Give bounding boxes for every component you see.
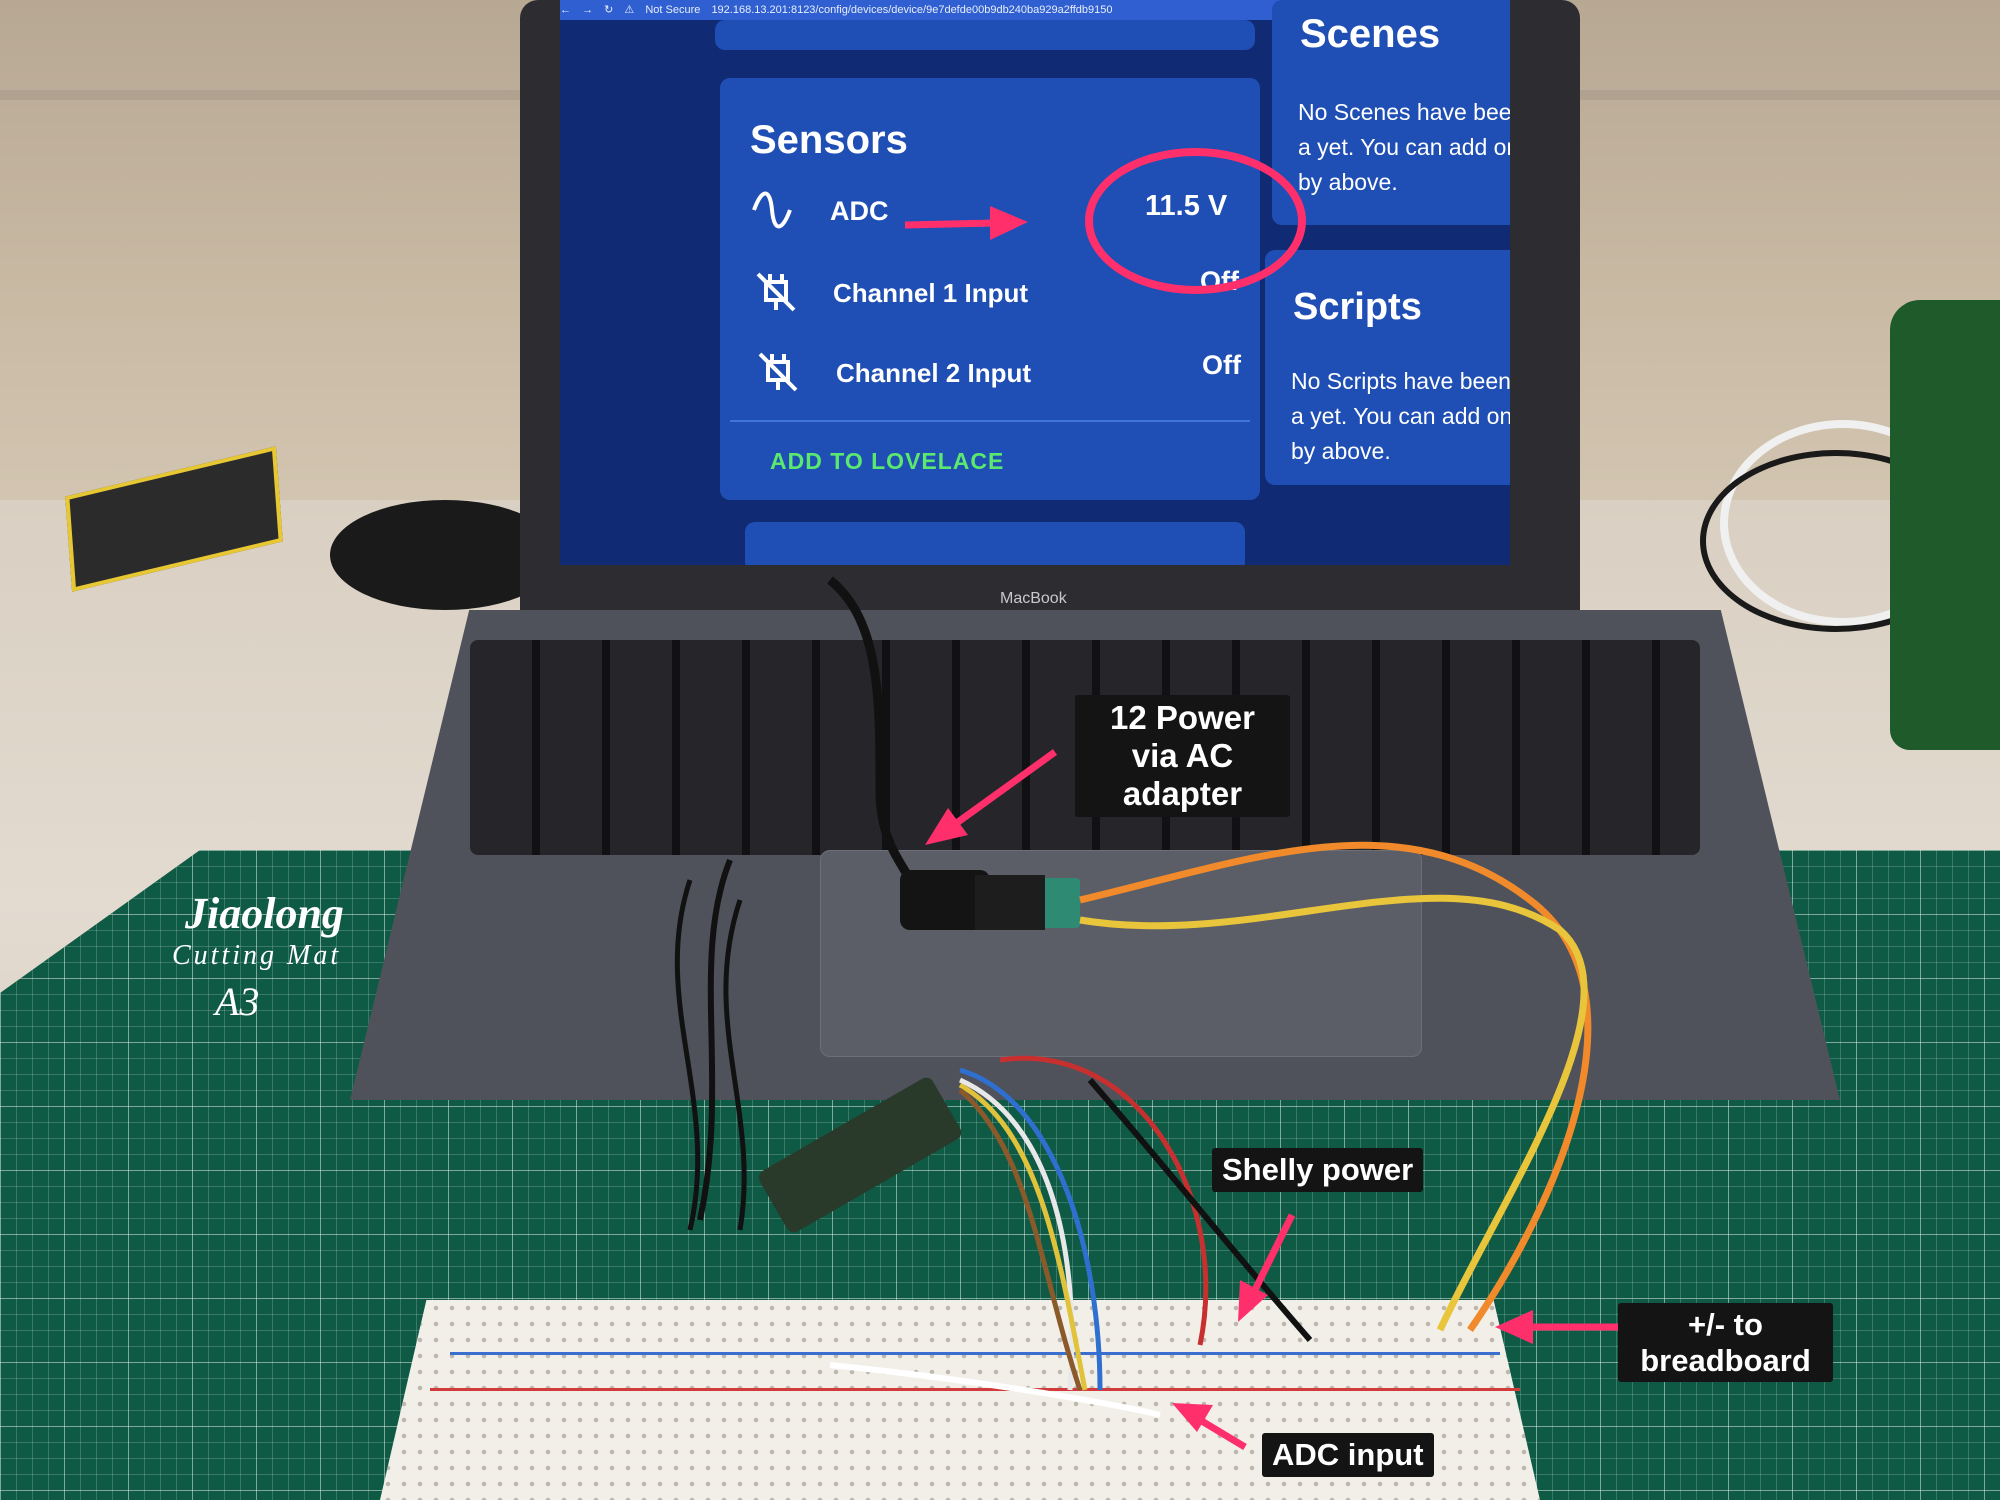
yellow-wire bbox=[1079, 894, 1588, 1332]
laptop-screen: ← → ↻ ⚠ Not Secure 192.168.13.201:8123/c… bbox=[560, 0, 1510, 565]
sensor-row-channel-2[interactable]: Channel 2 Input Off bbox=[750, 350, 1241, 400]
orange-wire bbox=[1079, 841, 1592, 1332]
cutting-mat-brand: Jiaolong bbox=[185, 889, 344, 938]
card-divider bbox=[730, 420, 1250, 422]
dc-barrel-jack bbox=[900, 870, 990, 930]
annotation-adc-input: ADC input bbox=[1262, 1433, 1434, 1477]
url-text[interactable]: 192.168.13.201:8123/config/devices/devic… bbox=[711, 4, 1113, 16]
sine-wave-icon bbox=[752, 191, 792, 229]
annotation-shelly-power: Shelly power bbox=[1212, 1148, 1424, 1192]
scripts-text: No Scripts have been a yet. You can add … bbox=[1291, 368, 1510, 464]
cutting-mat-name: Cutting Mat bbox=[172, 940, 342, 971]
power-off-plug-icon bbox=[758, 352, 798, 392]
dc-power-cable bbox=[827, 576, 915, 883]
reload-icon[interactable]: ↻ bbox=[604, 4, 614, 16]
power-off-plug-icon bbox=[756, 272, 796, 312]
scripts-card: Scripts No Scripts have been a yet. You … bbox=[1265, 250, 1510, 485]
warning-icon: ⚠ bbox=[624, 4, 635, 16]
breadboard-rail-positive bbox=[430, 1388, 1520, 1391]
bottom-card-edge bbox=[745, 522, 1245, 565]
sensor-label: Channel 1 Input bbox=[833, 278, 1028, 308]
back-arrow-icon[interactable]: ← bbox=[560, 4, 571, 16]
security-status: Not Secure bbox=[645, 4, 701, 16]
laptop-brand: MacBook bbox=[1000, 590, 1067, 607]
scenes-text: No Scenes have been a yet. You can add o… bbox=[1298, 99, 1510, 195]
forward-arrow-icon[interactable]: → bbox=[582, 4, 594, 16]
dc-terminal-block bbox=[1040, 878, 1080, 928]
breadboard-rail-negative bbox=[450, 1352, 1500, 1355]
add-to-lovelace-button[interactable]: ADD TO LOVELACE bbox=[770, 448, 1005, 474]
adc-input-wire bbox=[829, 1362, 1161, 1418]
adc-value-highlight-circle bbox=[1085, 148, 1306, 294]
breadboard bbox=[380, 1300, 1540, 1500]
sensor-label: ADC bbox=[830, 196, 889, 226]
annotation-power: 12 Power via AC adapter bbox=[1075, 695, 1290, 817]
scripts-title: Scripts bbox=[1293, 286, 1422, 328]
annotation-plus-minus: +/- to breadboard bbox=[1618, 1303, 1833, 1383]
sensor-value: Off bbox=[1202, 350, 1241, 380]
scenes-title: Scenes bbox=[1300, 12, 1441, 56]
sensor-label: Channel 2 Input bbox=[836, 358, 1031, 388]
scenes-card: Scenes No Scenes have been a yet. You ca… bbox=[1272, 0, 1510, 225]
top-card-edge bbox=[715, 20, 1255, 50]
green-bottle bbox=[1890, 300, 2000, 750]
sensors-title: Sensors bbox=[750, 118, 908, 162]
cutting-mat-size: A3 bbox=[215, 979, 260, 1024]
shelly-relay-board bbox=[758, 1077, 962, 1233]
